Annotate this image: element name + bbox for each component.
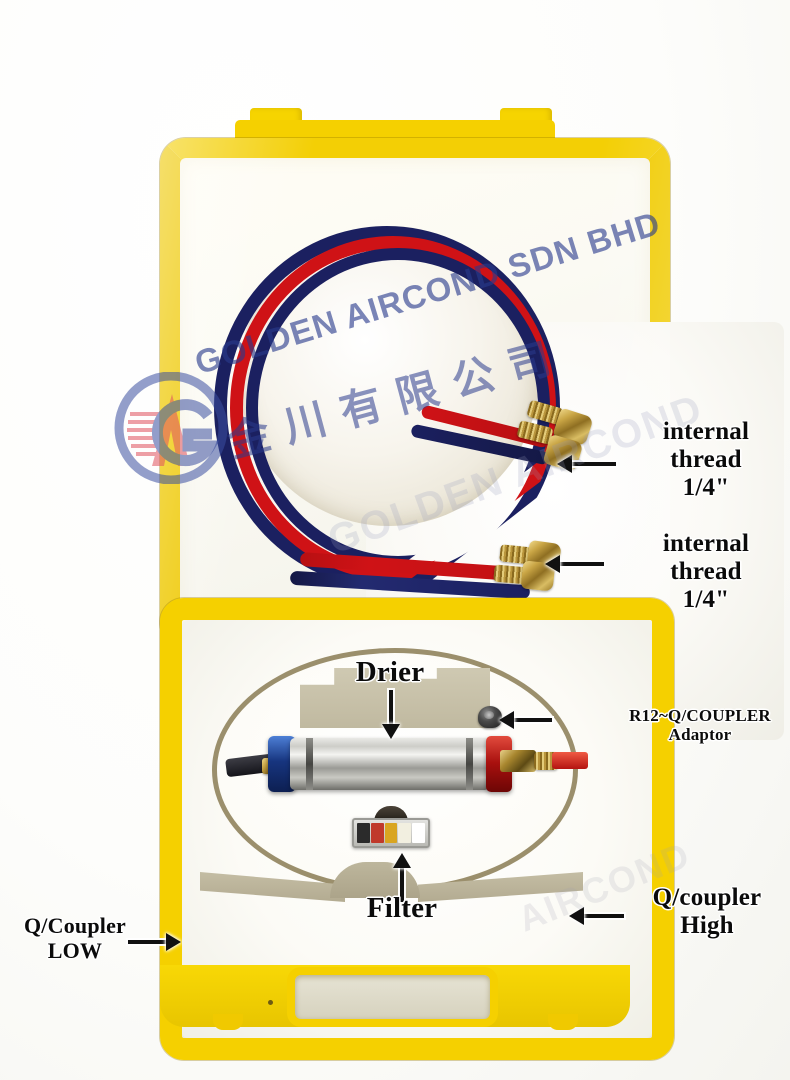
label-coupler-low-line1: Q/Coupler — [23, 913, 127, 938]
label-internal-thread-2-line1: internal — [662, 530, 750, 557]
label-coupler-low-line2: LOW — [47, 937, 103, 963]
drier-body — [290, 738, 490, 790]
r12-quick-coupler-adaptor — [478, 706, 502, 728]
drier-ring-left — [306, 738, 313, 790]
arrow-filter — [393, 853, 411, 902]
label-coupler-high-line1: Q/coupler — [652, 884, 762, 911]
case-foot-right — [548, 1014, 578, 1030]
drier-outlet-valve — [500, 750, 536, 772]
label-internal-thread-1-line3: 1/4" — [682, 474, 730, 501]
label-internal-thread-2: internal thread 1/4" — [630, 530, 782, 614]
label-coupler-high-line2: High — [680, 912, 734, 939]
label-adaptor-line2: Adaptor — [668, 725, 732, 745]
label-internal-thread-2-line3: 1/4" — [682, 586, 730, 613]
filter-sight-glass — [352, 818, 430, 848]
label-internal-thread-1: internal thread 1/4" — [630, 418, 782, 502]
label-adaptor-line1: R12~Q/COUPLER — [629, 706, 771, 725]
label-coupler-high: Q/coupler High — [628, 884, 786, 940]
drier-ring-right — [466, 738, 473, 790]
label-internal-thread-1-line2: thread — [670, 446, 742, 473]
case-screw-hole — [268, 1000, 273, 1005]
label-coupler-low: Q/Coupler LOW — [2, 913, 148, 963]
case-latch-recess — [287, 967, 498, 1027]
label-internal-thread-2-line2: thread — [670, 558, 742, 585]
label-filter: Filter — [366, 892, 438, 924]
case-foot-left — [213, 1014, 243, 1030]
label-internal-thread-1-line1: internal — [662, 418, 750, 445]
label-drier: Drier — [355, 656, 425, 688]
arrow-drier — [382, 690, 400, 739]
label-adaptor: R12~Q/COUPLER Adaptor — [610, 706, 790, 744]
drier-outlet-stem — [552, 752, 588, 769]
foam-tongue — [330, 862, 420, 898]
